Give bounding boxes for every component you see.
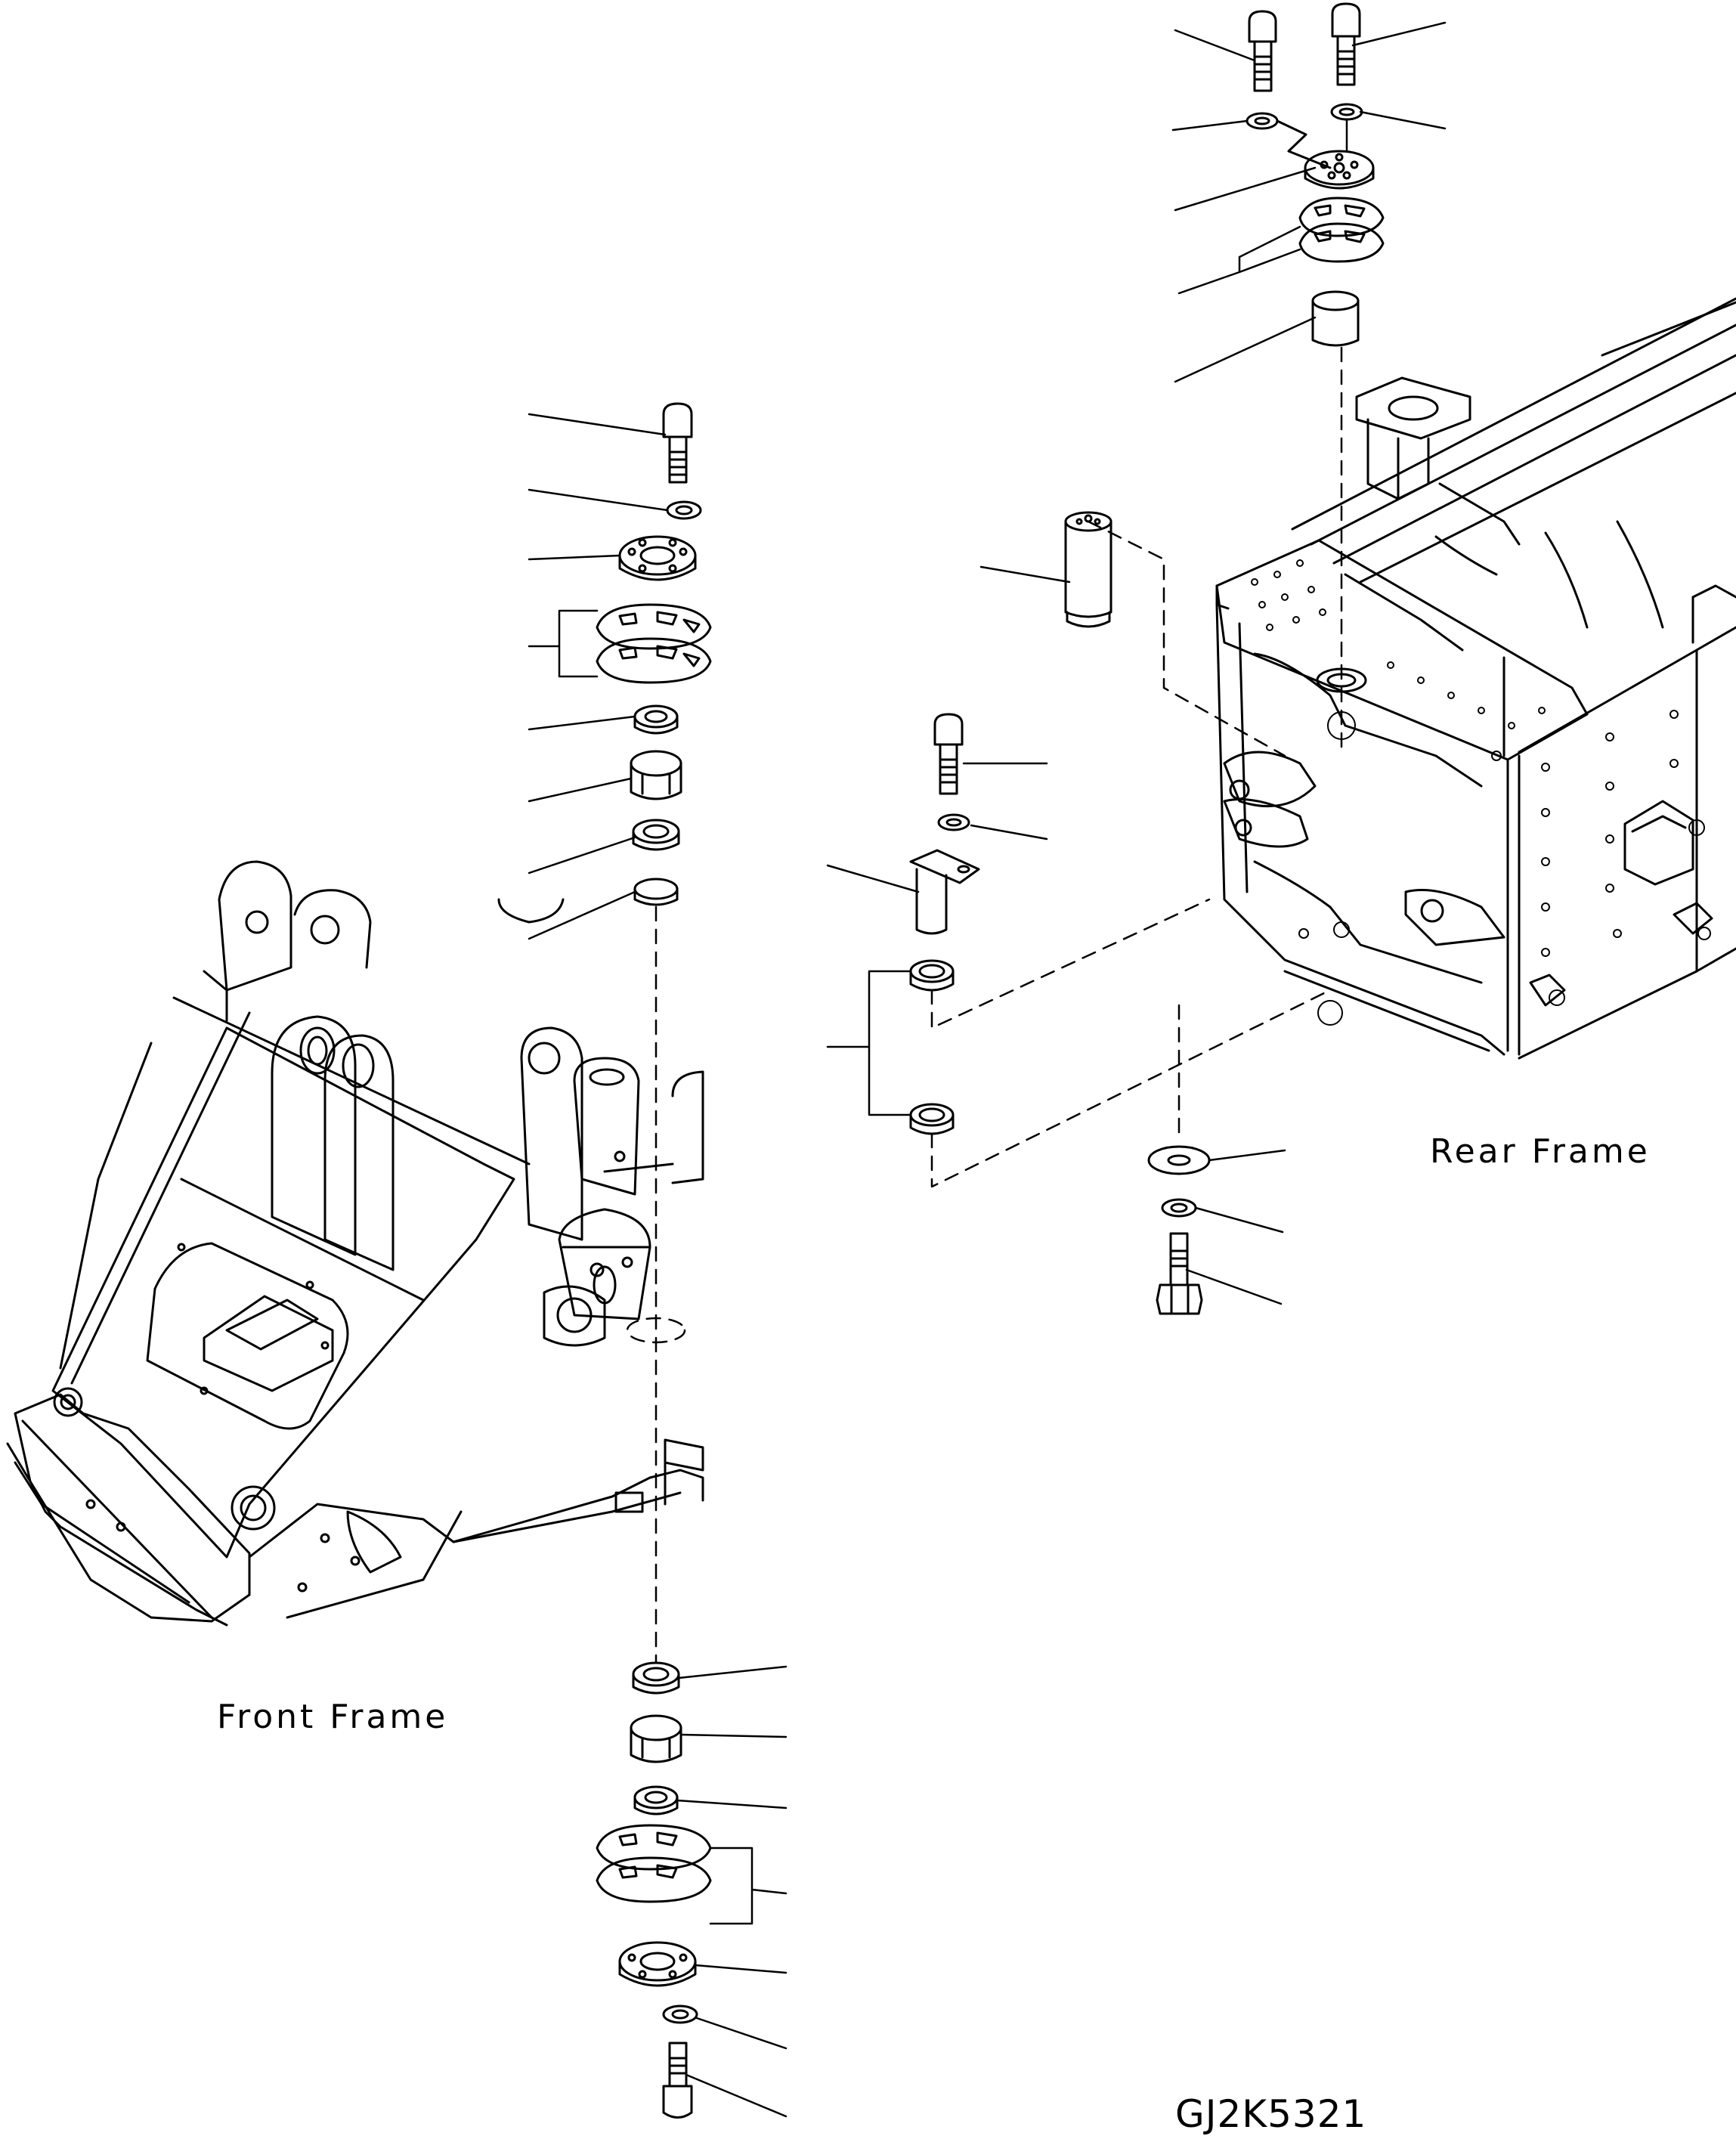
drawing-code: GJ2K5321 — [1175, 2092, 1367, 2136]
rear-pin — [1064, 511, 1112, 628]
rear-lower-parts — [1147, 1145, 1211, 1315]
front-upper-parts — [596, 402, 712, 906]
mid-pivot-parts — [909, 713, 980, 1135]
front-lower-parts — [596, 1661, 712, 2119]
front-frame-body — [6, 860, 704, 1627]
rear-frame-holes — [1251, 559, 1711, 1026]
leader-lines — [528, 21, 1447, 2118]
front-frame-label: Front Frame — [217, 1698, 449, 1736]
rear-frame-body — [1215, 297, 1736, 1060]
alignment-lines — [626, 346, 1343, 1664]
rear-upper-bolts — [1246, 2, 1385, 347]
rear-frame-label: Rear Frame — [1430, 1132, 1651, 1171]
